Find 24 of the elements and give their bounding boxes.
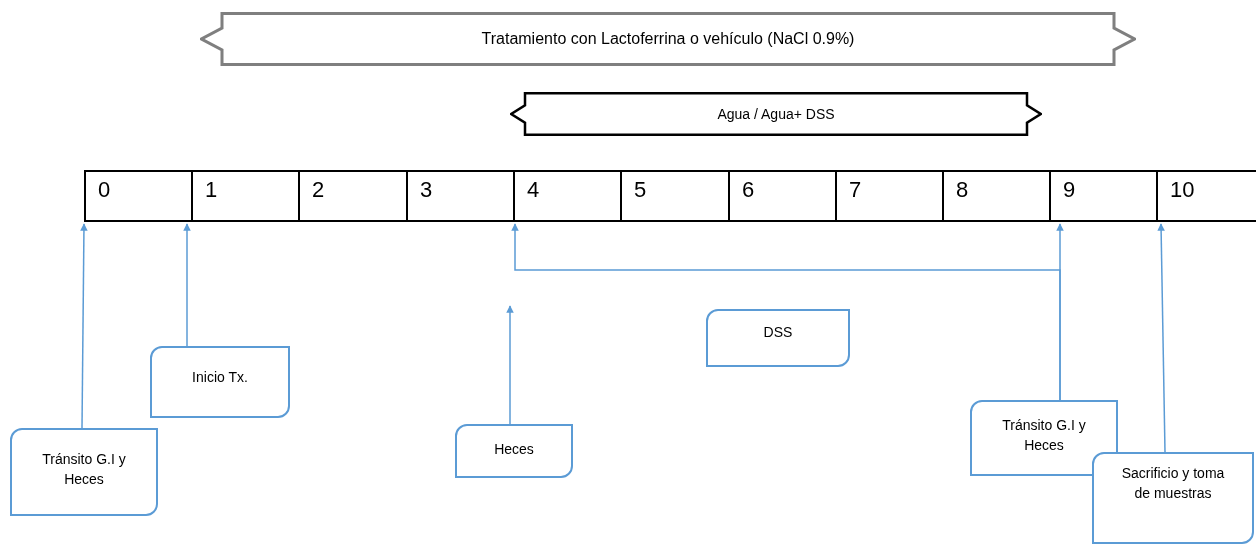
callout-box: Heces [455, 424, 573, 478]
timeline-day-cell: 5 [620, 170, 730, 222]
callout-box: Sacrificio y toma de muestras [1092, 452, 1254, 544]
timeline-day-cell: 4 [513, 170, 622, 222]
double-arrow-banner: Tratamiento con Lactoferrina o vehículo (NaCl 0.9%) [200, 12, 1136, 66]
double-arrow-banner: Agua / Agua+ DSS [510, 92, 1042, 136]
arrow [506, 305, 514, 425]
timeline-day-cell: 6 [728, 170, 837, 222]
timeline-day-cell: 8 [942, 170, 1051, 222]
arrow [183, 223, 191, 347]
timeline-day-cell: 9 [1049, 170, 1158, 222]
timeline-day-cell: 2 [298, 170, 408, 222]
timeline-day-cell: 7 [835, 170, 944, 222]
timeline-day-cell: 1 [191, 170, 300, 222]
timeline-day-cell: 3 [406, 170, 515, 222]
arrow [1157, 223, 1166, 453]
callout-box: Inicio Tx. [150, 346, 290, 418]
callout-box: Tránsito G.I y Heces [970, 400, 1118, 476]
timeline-day-cell: 10 [1156, 170, 1256, 222]
arrow [511, 223, 1061, 401]
arrow [80, 223, 88, 429]
callout-box: Tránsito G.I y Heces [10, 428, 158, 516]
timeline-day-cell: 0 [84, 170, 193, 222]
callout-box: DSS [706, 309, 850, 367]
